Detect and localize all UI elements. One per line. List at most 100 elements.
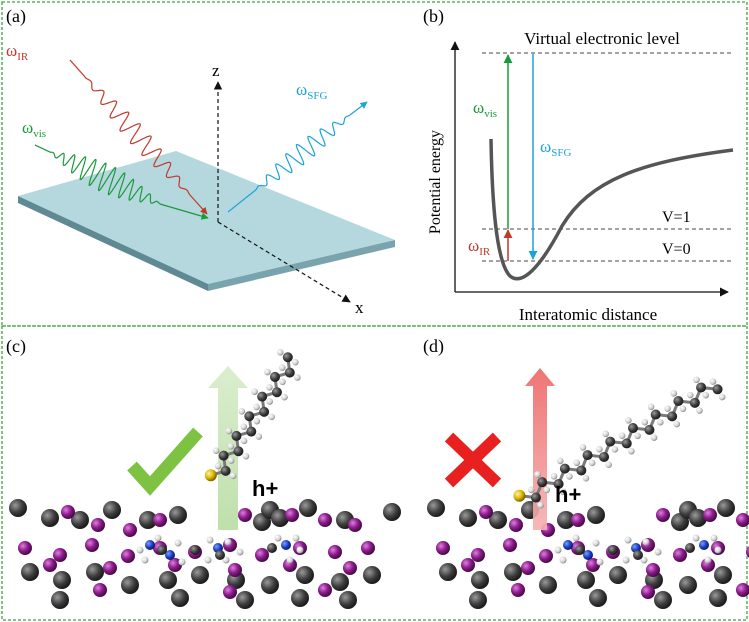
lead-atom [709, 589, 727, 607]
perovskite-lattice-d [427, 499, 749, 609]
iodine-atom [673, 548, 687, 562]
iodine-atom [285, 508, 299, 522]
hydrogen-atom [572, 534, 580, 542]
hydrogen-atom [543, 486, 551, 494]
iodine-atom [736, 513, 749, 527]
lead-atom [236, 591, 254, 609]
hydrogen-atom [240, 437, 248, 445]
hydrogen-atom [704, 556, 712, 564]
check-mark-icon [127, 427, 203, 496]
panel-c-label: (c) [6, 336, 26, 357]
lead-atom [191, 566, 209, 584]
hydrogen-atom [622, 556, 630, 564]
carbon-atom [246, 426, 257, 437]
hydrogen-atom [628, 447, 635, 455]
iodine-atom [586, 558, 600, 572]
hydrogen-atom [573, 459, 581, 467]
iodine-atom [103, 561, 117, 575]
hydrogen-atom [582, 474, 590, 482]
hydrogen-atom [642, 538, 650, 546]
lead-atom [171, 589, 189, 607]
sfg-beam-arrow [349, 101, 368, 116]
lead-atom [577, 571, 595, 589]
hydrogen-atom [528, 486, 535, 494]
iodine-atom [318, 513, 332, 527]
lead-atom [291, 589, 309, 607]
z-axis-label: z [212, 61, 220, 80]
nitrogen-atom [583, 550, 593, 560]
lead-atom [339, 591, 357, 609]
hydrogen-atom [605, 461, 612, 468]
nitrogen-atom [165, 550, 175, 560]
iodine-atom [703, 508, 717, 522]
hydrogen-atom [641, 418, 649, 426]
iodine-atom [343, 561, 357, 575]
perovskite-lattice-c [9, 499, 401, 609]
iodine-atom [479, 505, 493, 519]
carbon-atom [530, 492, 541, 503]
carbon-atom [244, 411, 255, 422]
hydrogen-atom [686, 391, 694, 399]
hydrogen-atom [556, 457, 564, 465]
hydrogen-atom [281, 393, 288, 401]
hydrogen-atom [634, 432, 641, 440]
carbon-atom [605, 436, 616, 447]
lead-atom [86, 563, 104, 581]
lead-atom [169, 506, 187, 524]
hole-transfer-arrow-c [208, 366, 248, 530]
iodine-atom [283, 558, 297, 572]
hydrogen-atom [276, 349, 284, 356]
iodine-atom [646, 563, 660, 577]
hydrogen-atom [647, 403, 655, 411]
lead-atom [654, 591, 672, 609]
hydrogen-atom [618, 432, 626, 439]
carbon-atom [576, 465, 587, 476]
iodine-atom [123, 523, 137, 537]
iodine-atom [461, 558, 475, 572]
x-axis [217, 221, 351, 303]
hydrogen-atom [673, 420, 681, 428]
hydrogen-atom [650, 434, 658, 441]
interatomic-distance-label: Interatomic distance [519, 305, 657, 324]
hydrogen-atom [229, 472, 237, 480]
carbon-atom [559, 463, 570, 474]
hydrogen-atom [702, 391, 709, 399]
sulfur-atom [513, 489, 526, 502]
sfg-beam-wave [227, 114, 351, 213]
hydrogen-atom [654, 548, 662, 556]
hydrogen-atom [554, 546, 562, 554]
iodine-atom [121, 549, 135, 563]
panel-d: (d) h+ [423, 336, 749, 609]
hydrogen-atom [253, 417, 261, 425]
lead-atom [71, 511, 89, 529]
hydrogen-atom [656, 418, 664, 426]
iodine-atom [656, 508, 670, 522]
carbon-atom [231, 430, 242, 441]
hydrogen-atom [236, 548, 244, 556]
hplus-label-d: h+ [555, 482, 581, 507]
ir-beam-wave [69, 59, 191, 196]
omega-sfg-label-b: ωSFG [540, 137, 571, 159]
hydrogen-atom [222, 556, 230, 564]
top-panel-border [1, 1, 748, 327]
hydrogen-atom [696, 407, 703, 414]
carbon-atom [269, 371, 280, 382]
lead-atom [587, 506, 605, 524]
hydrogen-atom [141, 556, 149, 564]
hydrogen-atom [279, 378, 286, 386]
hydrogen-atom [136, 546, 144, 554]
hydrogen-atom [154, 534, 162, 542]
omega-ir-label-b: ωIR [468, 236, 491, 258]
v1-label: V=1 [662, 209, 691, 226]
iodine-atom [641, 585, 655, 599]
hydrogen-atom [266, 384, 273, 391]
alkyl-thiol-molecule-d [513, 376, 726, 509]
carbon-atom [667, 411, 678, 422]
carbon-atom [673, 395, 684, 406]
lead-atom [363, 566, 381, 584]
hydrogen-atom [566, 473, 573, 480]
hydrogen-atom [264, 368, 271, 376]
carbon-atom [553, 479, 564, 490]
lead-atom [679, 576, 697, 594]
iodine-atom [53, 548, 67, 562]
